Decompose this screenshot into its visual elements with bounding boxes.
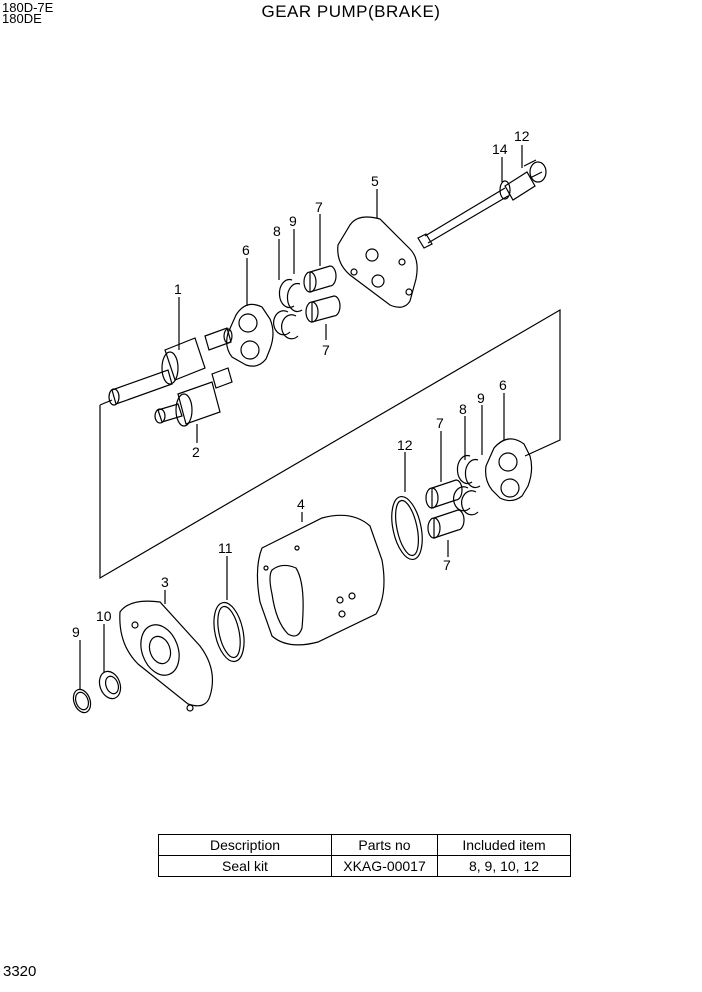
assembly-guide-line [99, 308, 561, 580]
cell-included-item: 8, 9, 10, 12 [437, 855, 571, 877]
callout-7: 7 [322, 342, 330, 358]
callout-8: 8 [459, 401, 467, 417]
cell-description: Seal kit [158, 855, 332, 877]
cell-parts-no: XKAG-00017 [331, 855, 438, 877]
callout-8: 8 [273, 223, 281, 239]
drive-gear-part [108, 327, 233, 406]
callout-3: 3 [161, 574, 169, 590]
column-header-included-item: Included item [437, 834, 571, 856]
callout-9: 9 [289, 213, 297, 229]
column-header-parts-no: Parts no [331, 834, 438, 856]
bolt-part [417, 159, 547, 249]
callout-1: 1 [174, 281, 182, 297]
callout-7: 7 [436, 415, 444, 431]
column-header-description: Description [158, 834, 332, 856]
callout-9: 9 [477, 390, 485, 406]
mounting-flange-part [119, 600, 213, 707]
pump-housing-part [256, 514, 385, 646]
callout-10: 9 [72, 624, 80, 640]
o-ring-part [213, 601, 245, 663]
callout-labels: 12 14 5 7 9 8 6 1 7 6 9 8 7 2 12 4 11 7 … [72, 128, 530, 640]
seal-kit-table: Description Parts no Included item Seal … [158, 834, 571, 877]
callout-5: 5 [371, 173, 379, 189]
page-number: 3320 [3, 963, 37, 980]
callout-13: 12 [514, 128, 530, 144]
driven-gear-part [154, 367, 233, 427]
callout-7: 7 [443, 557, 451, 573]
callout-12: 12 [397, 437, 413, 453]
model-code-1: 180D-7E [2, 0, 54, 15]
bearing-block-part [485, 438, 533, 502]
callout-4: 4 [297, 496, 305, 512]
table-row: Seal kit XKAG-00017 8, 9, 10, 12 [158, 855, 571, 877]
washer-part [499, 180, 511, 200]
oil-seal-part [98, 670, 122, 700]
end-plate-part [337, 216, 418, 308]
callout-12: 11 [218, 540, 233, 556]
callout-6: 6 [499, 377, 507, 393]
bearing-block-part [226, 303, 274, 367]
callout-2: 2 [192, 444, 200, 460]
callout-6: 6 [242, 242, 250, 258]
o-ring-part [391, 495, 423, 561]
table-header-row: Description Parts no Included item [158, 834, 571, 856]
callout-7: 7 [315, 199, 323, 215]
model-code-2: 180DE [2, 11, 42, 26]
bushing-part [303, 265, 341, 323]
snap-ring-part [72, 688, 92, 714]
page-title: GEAR PUMP(BRAKE) [261, 2, 441, 21]
callout-11: 10 [96, 608, 112, 624]
callout-14: 14 [492, 141, 508, 157]
